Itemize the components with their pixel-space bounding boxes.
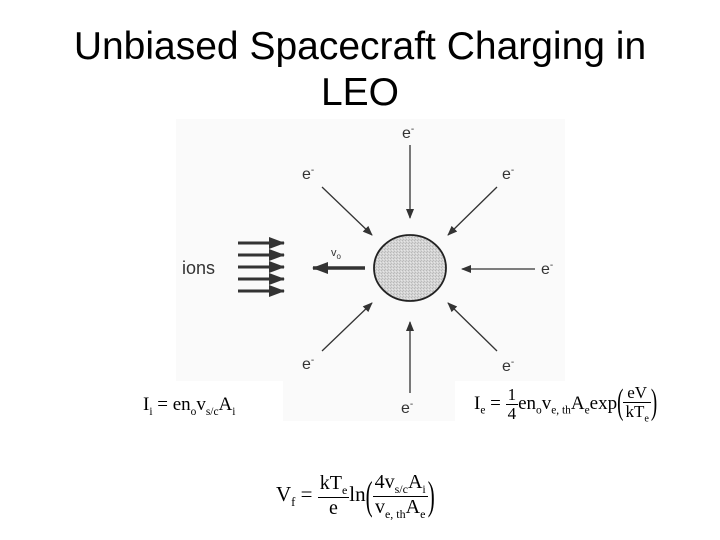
electron-label-top: e-: [402, 124, 414, 142]
electron-label-bottom: e-: [401, 399, 413, 417]
slide-title: Unbiased Spacecraft Charging in LEO: [0, 24, 720, 116]
title-line-2: LEO: [320, 71, 400, 114]
electron-label-right: e-: [541, 260, 553, 278]
electron-arrows: [321, 145, 535, 393]
electron-label-bottom-right: e-: [502, 357, 514, 375]
title-line-1: Unbiased Spacecraft Charging in: [73, 25, 647, 68]
diagram-panel-lower: [283, 381, 455, 421]
diagram-panel: [176, 119, 565, 381]
velocity-label: vo: [331, 247, 342, 261]
electron-label-top-right: e-: [502, 165, 514, 183]
ion-current-equation: Ii = enovs/cAi: [139, 392, 240, 420]
ion-arrows: [238, 237, 285, 297]
ions-label: ions: [182, 258, 215, 278]
electron-label-bottom-left: e-: [302, 355, 314, 373]
spacecraft-sphere: [373, 234, 447, 302]
electron-label-top-left: e-: [302, 165, 314, 183]
